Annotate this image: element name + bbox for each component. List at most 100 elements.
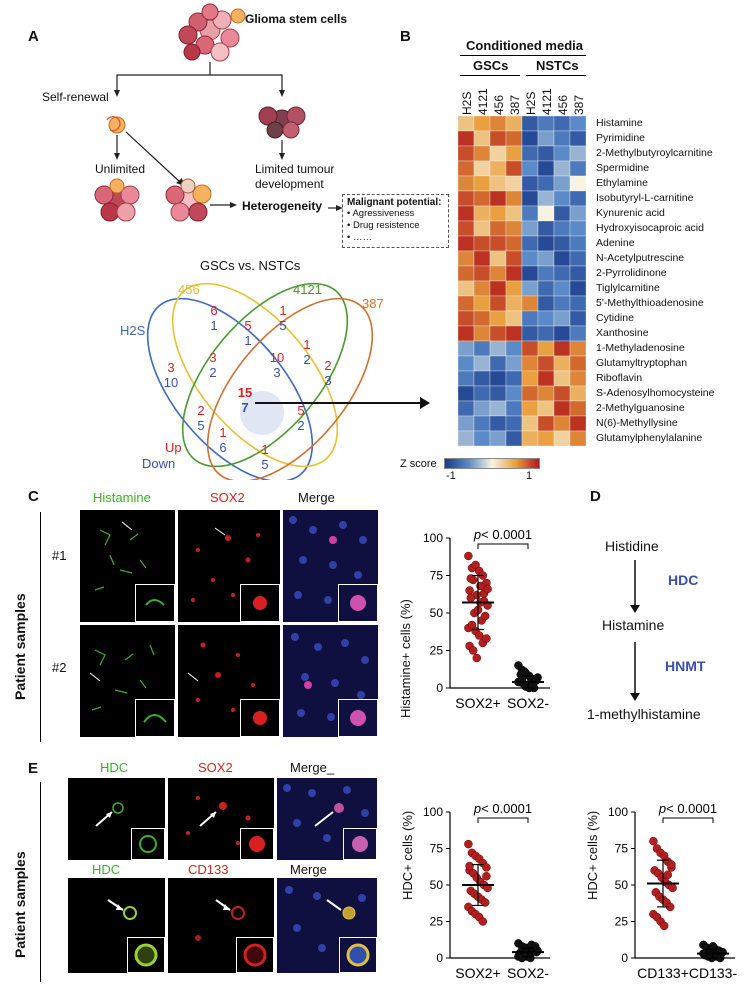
up-legend: Up (165, 440, 182, 455)
heatmap-cell (458, 160, 475, 177)
heatmap-row-label: S-Adenosylhomocysteine (596, 387, 715, 399)
cell-diagram (94, 3, 343, 222)
data-point (482, 863, 491, 872)
heatmap-cell (553, 295, 571, 312)
heatmap-cell (569, 160, 586, 177)
heatmap-cell (505, 295, 523, 312)
y-tick-label: 50 (430, 606, 444, 620)
heatmap-cell (553, 220, 571, 237)
heatmap-row-label: Glutamylphenylalanine (596, 432, 703, 444)
heatmap-cell (553, 235, 571, 252)
heatmap-cell (458, 145, 475, 162)
data-point (465, 861, 474, 871)
heatmap-cell (521, 325, 539, 342)
malignant-item: …… (352, 232, 372, 243)
heatmap-cell (521, 250, 539, 267)
heatmap-cell (553, 145, 571, 162)
venn-387 (206, 297, 374, 480)
heatmap-cell (537, 130, 555, 147)
heatmap-cell (473, 400, 491, 417)
y-tick-label: 75 (430, 842, 444, 856)
zscore-label: Z score (400, 458, 437, 470)
panel-a-label: A (28, 28, 39, 45)
heatmap-cell (473, 235, 491, 252)
heatmap-cell (473, 160, 491, 177)
heatmap-row-label: Glutamyltryptophan (596, 357, 688, 369)
self-renewal-label: Self-renewal (42, 90, 109, 104)
venn-h2s (146, 297, 314, 480)
heatmap-cell (505, 145, 523, 162)
group-nstcs: NSTCs (536, 58, 579, 73)
malignant-item: Drug resistence (352, 220, 420, 231)
heatmap-cell (458, 205, 475, 222)
heatmap-cell (537, 400, 555, 417)
gsc-label: Glioma stem cells (245, 12, 348, 26)
heatmap-cell (553, 280, 571, 297)
heatmap-cell (553, 355, 571, 372)
heatmap-cell (537, 385, 555, 402)
heatmap-cell (505, 370, 523, 387)
heatmap-cell (553, 340, 571, 357)
heatmap-cell (569, 340, 586, 357)
patient-samples-c: Patient samples (12, 593, 28, 700)
heatmap-cell (569, 220, 586, 237)
x-category-label: CD133+ (637, 965, 689, 981)
data-point (474, 631, 484, 640)
heatmap-cell (473, 415, 491, 432)
data-point (668, 883, 677, 893)
heatmap-cell (505, 160, 523, 177)
col-merge: Merge (298, 490, 335, 505)
heatmap-cell (489, 190, 507, 207)
heatmap-cell (537, 430, 555, 446)
heatmap-cell (489, 295, 507, 312)
micrograph-merge-e1 (277, 778, 377, 860)
heatmap-cell (569, 430, 586, 446)
x-category-label: SOX2- (507, 965, 549, 981)
heatmap-column-label: 387 (572, 94, 586, 115)
heatmap-cell (553, 190, 571, 207)
heatmap-cell (473, 190, 491, 207)
heatmap-cell (458, 310, 475, 327)
venn-diagram (146, 282, 374, 480)
y-tick-label: 0 (621, 951, 628, 965)
heatmap-cell (569, 325, 586, 342)
heatmap-cell (521, 220, 539, 237)
heatmap-cell (569, 116, 586, 132)
heatmap-cell (489, 205, 507, 222)
heatmap-cell (473, 295, 491, 312)
heatmap-cell (521, 190, 539, 207)
heatmap-column-label: 456 (492, 94, 506, 115)
limited-label: Limited tumour development (255, 162, 335, 191)
malignant-title: Malignant potential: (347, 197, 442, 208)
heatmap-cell (505, 205, 523, 222)
micrograph-histamine-1 (80, 510, 175, 622)
heatmap-cell (553, 205, 571, 222)
micrograph-sox2-1 (178, 510, 280, 622)
down-legend: Down (142, 456, 176, 471)
micrograph-hdc-1 (68, 778, 165, 860)
heatmap-cell (553, 370, 571, 387)
heatmap-cell (537, 205, 555, 222)
heatmap-cell (569, 145, 586, 162)
x-category-label: SOX2+ (455, 695, 501, 711)
group-gscs: GSCs (473, 58, 509, 73)
heatmap-cell (569, 130, 586, 147)
heatmap-cell (473, 355, 491, 372)
heatmap-cell (489, 145, 507, 162)
heatmap-cell (505, 250, 523, 267)
heatmap-row-label: Xanthosine (596, 327, 649, 339)
heatmap-cell (569, 415, 586, 432)
tumor-cluster-top (178, 3, 246, 62)
heatmap-cell (569, 190, 586, 207)
heatmap-cell (489, 175, 507, 192)
x-category-label: SOX2+ (455, 965, 501, 981)
malignant-box: Malignant potential: • Agressiveness • D… (342, 194, 449, 248)
heatmap-cell (505, 265, 523, 282)
y-tick-label: 0 (436, 951, 443, 965)
